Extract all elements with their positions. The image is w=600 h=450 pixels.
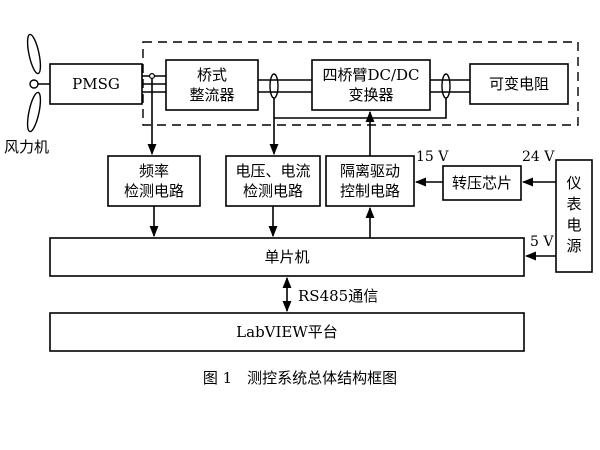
freq-label-2: 检测电路 <box>124 182 184 200</box>
labview-label: LabVIEW平台 <box>236 323 338 341</box>
pmsg-label: PMSG <box>72 75 120 93</box>
wind-turbine-icon <box>26 33 50 133</box>
drive-label-2: 控制电路 <box>340 182 400 200</box>
converter-chip-block <box>442 165 522 201</box>
dcdc-label-2: 变换器 <box>348 86 393 104</box>
converter-chip-label: 转压芯片 <box>452 174 512 192</box>
vi-label-1: 电压、电流 <box>235 162 310 180</box>
power-label-2: 表 <box>566 195 581 213</box>
drive-label-1: 隔离驱动 <box>340 162 400 180</box>
rs485-label: RS485通信 <box>298 287 378 305</box>
turbine-label: 风力机 <box>4 138 49 156</box>
vi-sense-line-2 <box>274 98 447 119</box>
current-sensor-1 <box>269 73 279 99</box>
load-block <box>469 63 569 105</box>
freq-block <box>107 155 201 207</box>
drive-block <box>325 155 415 207</box>
figure-caption: 图 1 测控系统总体结构框图 <box>203 369 397 387</box>
rectifier-label-2: 整流器 <box>189 86 234 104</box>
three-phase-lines <box>142 72 166 93</box>
label-15v: 15 V <box>416 149 449 165</box>
rectifier-label-1: 桥式 <box>197 66 227 84</box>
label-5v: 5 V <box>530 234 554 250</box>
mcu-block <box>49 237 525 277</box>
vi-label-2: 检测电路 <box>243 182 303 200</box>
power-label-3: 电 <box>566 216 581 234</box>
current-sensor-2 <box>441 73 451 99</box>
power-label-1: 仪 <box>566 174 581 192</box>
label-24v: 24 V <box>522 149 555 165</box>
dcdc-block <box>311 59 431 111</box>
power-label-4: 源 <box>566 237 581 255</box>
dcdc-label-1: 四桥臂DC/DC <box>322 66 419 84</box>
mcu-label: 单片机 <box>264 248 309 266</box>
rectifier-block <box>165 59 259 111</box>
load-label: 可变电阻 <box>489 75 549 93</box>
freq-label-1: 频率 <box>139 162 169 180</box>
power-supply-block <box>555 159 593 273</box>
labview-block <box>49 312 525 352</box>
